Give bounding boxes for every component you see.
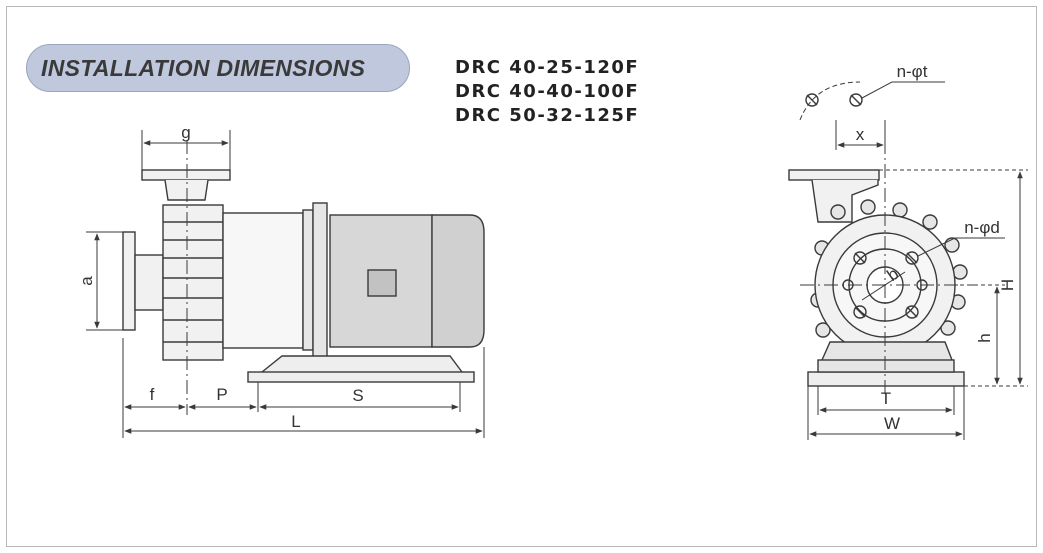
- flange-bolt-holes: [842, 251, 928, 319]
- front-pedestal: [821, 341, 953, 361]
- suction-neck: [134, 254, 164, 311]
- dim-h-lower: h: [975, 333, 994, 342]
- model-1: DRC 40-25-120F: [455, 57, 640, 78]
- coupling-flange: [302, 209, 314, 351]
- front-discharge-flange: [788, 169, 880, 181]
- bolt-circle-arc: [799, 81, 861, 121]
- motor-body: [329, 214, 433, 348]
- suction-flange: [122, 231, 136, 331]
- section-title-badge: INSTALLATION DIMENSIONS: [26, 44, 410, 92]
- dim-h-upper: H: [998, 279, 1017, 291]
- section-title: INSTALLATION DIMENSIONS: [41, 54, 366, 81]
- model-list: DRC 40-25-120F DRC 40-40-100F DRC 50-32-…: [455, 56, 639, 128]
- pump-casing: [162, 204, 224, 361]
- dim-t: T: [881, 389, 891, 408]
- motor-end-cap: [431, 214, 485, 348]
- motor-feet: [261, 355, 463, 373]
- dim-s: S: [352, 386, 363, 405]
- bolt-hole-2: [849, 93, 863, 107]
- front-dimensions: [807, 81, 1028, 440]
- side-dimensions: [86, 130, 485, 438]
- front-base: [807, 371, 965, 387]
- dim-g: g: [181, 123, 190, 142]
- dim-nd: n-φd: [964, 218, 1000, 237]
- base-plate: [247, 371, 475, 383]
- model-3: DRC 50-32-125F: [455, 105, 640, 126]
- dim-w: W: [884, 414, 900, 433]
- model-2: DRC 40-40-100F: [455, 81, 640, 102]
- discharge-flange: [141, 169, 231, 181]
- dim-x: x: [856, 125, 865, 144]
- bolt-hole-1: [805, 93, 819, 107]
- dim-p: P: [216, 385, 227, 404]
- bracket: [222, 212, 304, 349]
- dim-a: a: [77, 276, 96, 286]
- terminal-box: [367, 269, 397, 297]
- side-view: [122, 140, 485, 415]
- dim-l: L: [291, 412, 300, 431]
- front-view: [788, 81, 975, 395]
- dim-nt: n-φt: [897, 62, 928, 81]
- dim-f: f: [150, 385, 155, 404]
